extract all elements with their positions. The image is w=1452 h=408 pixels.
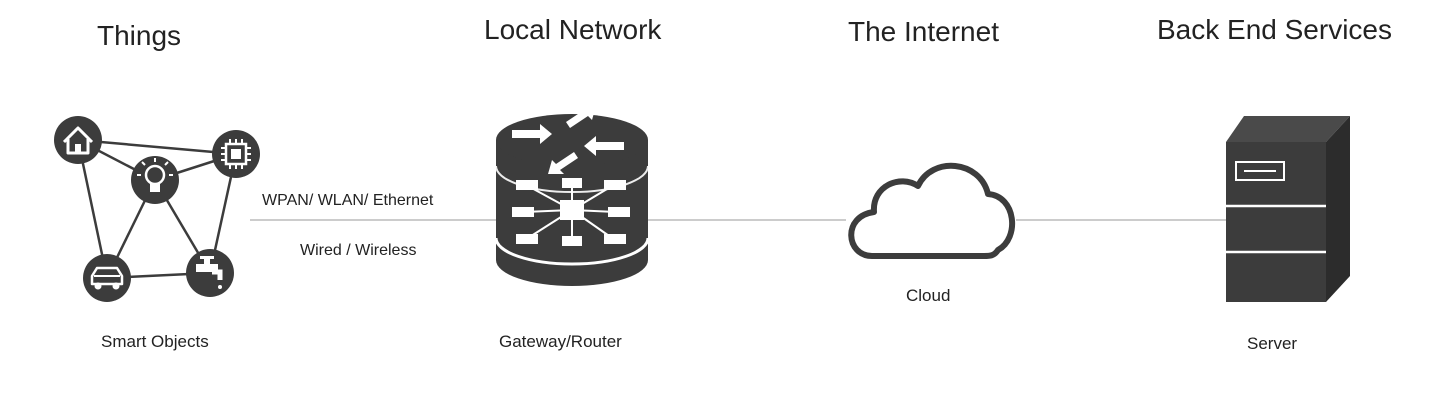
cloud-icon	[848, 162, 1016, 259]
lightbulb-icon	[131, 156, 179, 204]
chip-icon	[212, 130, 260, 178]
home-icon	[54, 116, 102, 164]
caption-smart-objects: Smart Objects	[101, 332, 209, 351]
router-icon	[494, 106, 650, 286]
caption-cloud: Cloud	[906, 286, 951, 305]
link-medium-label: Wired / Wireless	[300, 242, 417, 259]
server-icon	[1226, 116, 1350, 302]
faucet-icon	[186, 249, 234, 297]
heading-local-network: Local Network	[484, 14, 662, 45]
caption-gateway-router: Gateway/Router	[499, 332, 622, 351]
caption-server: Server	[1247, 334, 1298, 353]
heading-things: Things	[97, 20, 182, 51]
heading-the-internet: The Internet	[848, 16, 999, 47]
link-protocol-label: WPAN/ WLAN/ Ethernet	[262, 192, 434, 209]
heading-back-end-services: Back End Services	[1157, 14, 1392, 45]
car-icon	[83, 254, 131, 302]
